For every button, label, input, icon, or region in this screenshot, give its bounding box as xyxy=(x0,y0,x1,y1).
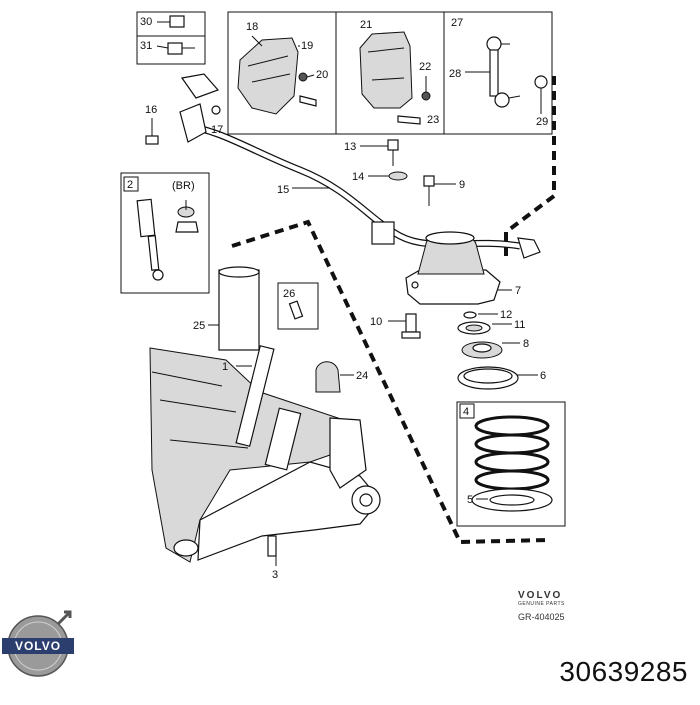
callout-26: 26 xyxy=(283,288,295,300)
callout-3: 3 xyxy=(272,569,278,581)
inset-variant-label: (BR) xyxy=(172,180,195,192)
callout-11: 11 xyxy=(514,319,525,331)
inset-30-31: 30 31 xyxy=(136,11,206,65)
shock-boot-and-bushing: 25 26 xyxy=(193,266,319,351)
callout-16: 16 xyxy=(145,104,157,116)
small-brand-wordmark: VOLVO xyxy=(518,590,563,601)
callout-27: 27 xyxy=(451,17,463,29)
callout-31: 31 xyxy=(140,40,152,52)
callout-14: 14 xyxy=(352,171,364,183)
inset-27-29: 27 28 29 xyxy=(443,11,553,135)
callout-6: 6 xyxy=(540,370,546,382)
spring-seat-stack: 10 12 11 8 6 xyxy=(370,309,546,390)
callout-22: 22 xyxy=(419,61,431,73)
grouping-dash-lines xyxy=(231,76,556,545)
volvo-logo: VOLVO xyxy=(2,610,74,677)
callout-7: 7 xyxy=(515,285,521,297)
shock-inset-br: 2 (BR) xyxy=(120,172,210,294)
callout-10: 10 xyxy=(370,316,382,328)
coil-spring-inset: 4 5 xyxy=(456,401,566,527)
stabilizer-bar: 16 17 15 xyxy=(145,73,541,259)
inset-21-23: 21 22 23 xyxy=(335,11,445,135)
callout-8: 8 xyxy=(523,338,529,350)
callout-12: 12 xyxy=(500,309,512,321)
upper-strut-mount: 13 14 9 7 xyxy=(344,139,521,305)
lower-subframe-assembly: 1 24 3 xyxy=(149,345,381,581)
callout-17: 17 xyxy=(211,124,223,136)
callout-23: 23 xyxy=(427,114,439,126)
callout-9: 9 xyxy=(459,179,465,191)
callout-19: 19 xyxy=(301,40,313,52)
callout-24: 24 xyxy=(356,370,368,382)
logo-wordmark: VOLVO xyxy=(15,639,61,653)
callout-15: 15 xyxy=(277,184,289,196)
callout-25: 25 xyxy=(193,320,205,332)
callout-21: 21 xyxy=(360,19,372,31)
diagram-code: GR-404025 xyxy=(518,612,565,622)
callout-1: 1 xyxy=(222,361,228,373)
callout-30: 30 xyxy=(140,16,152,28)
inset-18-20: 18 19 20 xyxy=(227,11,337,135)
callout-28: 28 xyxy=(449,68,461,80)
callout-18: 18 xyxy=(246,21,258,33)
genuine-parts-label: GENUINE PARTS xyxy=(518,601,565,607)
part-number: 30639285 xyxy=(559,656,688,687)
callout-4: 4 xyxy=(463,406,469,418)
callout-5: 5 xyxy=(467,494,473,506)
callout-2: 2 xyxy=(127,179,133,191)
callout-20: 20 xyxy=(316,69,328,81)
callout-13: 13 xyxy=(344,141,356,153)
callout-29: 29 xyxy=(536,116,548,128)
